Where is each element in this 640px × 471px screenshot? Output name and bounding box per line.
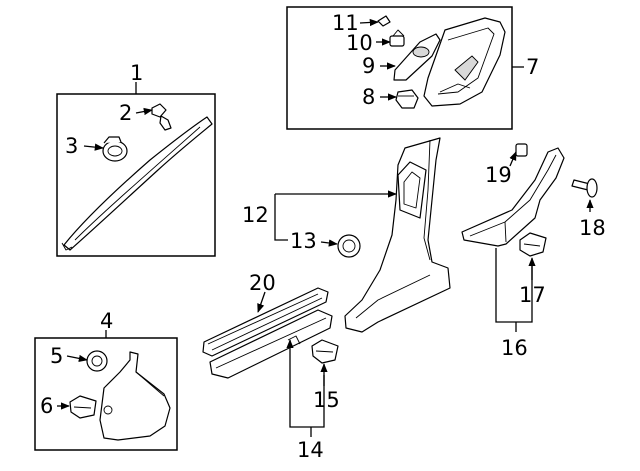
callout-8: 8 (362, 85, 375, 109)
callout-11: 11 (332, 11, 359, 35)
grommet-13 (337, 234, 361, 258)
callout-20: 20 (249, 271, 276, 295)
callout-15: 15 (313, 388, 340, 412)
callout-labels: 1 2 3 4 5 6 7 8 9 10 11 12 13 14 15 16 1… (40, 11, 606, 462)
callout-9: 9 (362, 54, 375, 78)
leader-lines (57, 18, 594, 437)
retainer-clip-15 (311, 339, 339, 364)
callout-10: 10 (346, 31, 373, 55)
callout-3: 3 (65, 134, 78, 158)
trim-cover (393, 33, 441, 81)
retainer-clip-17 (519, 232, 547, 257)
group-box-7 (286, 6, 513, 130)
trim-bolt (571, 178, 598, 198)
callout-4: 4 (100, 309, 113, 333)
callout-18: 18 (579, 216, 606, 240)
grommet-clip (102, 136, 128, 162)
kick-panel (99, 351, 171, 441)
grommet-5 (86, 350, 108, 372)
callout-7: 7 (526, 55, 539, 79)
sill-plate (202, 287, 329, 357)
b-pillar-lower-trim (344, 137, 451, 333)
retainer-clip-8 (395, 89, 419, 109)
callout-17: 17 (519, 283, 546, 307)
rear-scuff-trim (461, 147, 565, 247)
push-pin-clip (151, 103, 172, 131)
callout-12: 12 (242, 203, 269, 227)
front-scuff-plate (209, 309, 333, 379)
retainer-clip-6 (69, 395, 97, 419)
a-pillar-trim (61, 116, 213, 251)
callout-19: 19 (485, 163, 512, 187)
callout-13: 13 (290, 229, 317, 253)
callout-2: 2 (119, 101, 132, 125)
upper-pillar-trim (423, 17, 506, 107)
retainer-clip-11 (377, 15, 391, 27)
callout-5: 5 (50, 344, 63, 368)
retainer-clip-10 (389, 29, 405, 47)
callout-14: 14 (297, 438, 324, 462)
callout-1: 1 (130, 61, 143, 85)
callout-6: 6 (40, 394, 53, 418)
callout-16: 16 (501, 336, 528, 360)
retainer-clip-19 (515, 143, 528, 157)
